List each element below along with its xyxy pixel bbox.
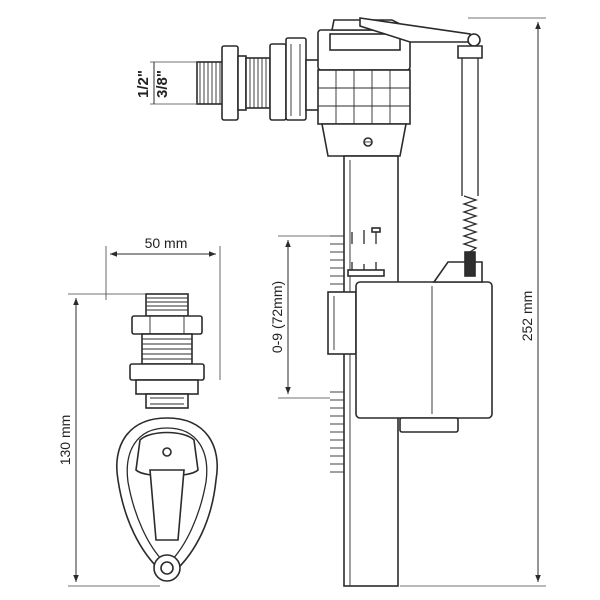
front-lever xyxy=(116,417,218,582)
thread-large-label: 1/2" xyxy=(135,70,152,98)
width-label: 50 mm xyxy=(145,235,188,251)
dimension-thread: 1/2" 3/8" xyxy=(135,61,198,105)
threaded-inlet xyxy=(196,37,323,121)
front-view: 50 mm 130 mm xyxy=(57,235,221,587)
adjust-range-label: 0-9 (72mm) xyxy=(269,281,285,353)
valve-head xyxy=(317,17,481,157)
thread-small-label: 3/8" xyxy=(154,70,171,98)
front-height-label: 130 mm xyxy=(57,415,73,466)
dimension-front-height: 130 mm xyxy=(57,293,160,587)
dimension-adjust-range: 0-9 (72mm) xyxy=(269,235,330,399)
dimension-width: 50 mm xyxy=(105,235,221,380)
side-view: 0-9 (72mm) 252 mm 1/2" 3/8" xyxy=(135,17,546,587)
front-thread xyxy=(129,293,205,409)
total-height-label: 252 mm xyxy=(519,291,535,342)
dimension-total-height: 252 mm xyxy=(400,17,546,587)
adjustment-rod xyxy=(457,45,483,277)
